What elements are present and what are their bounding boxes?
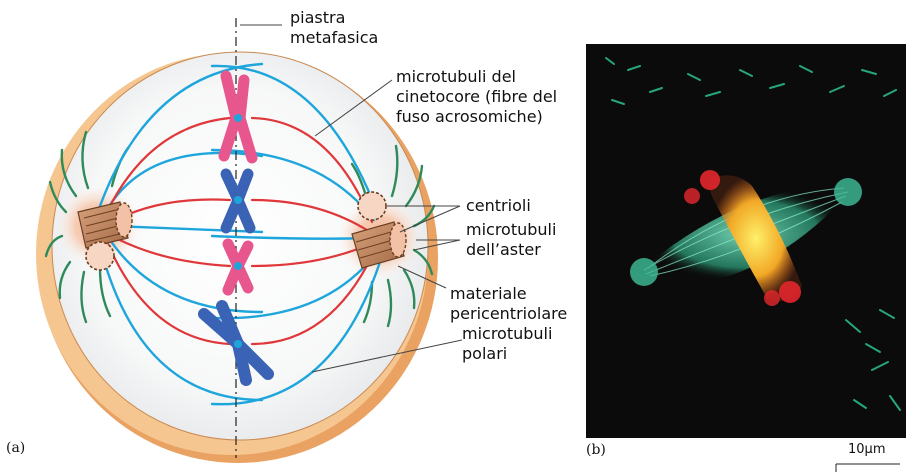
label-aster-line2: dell’aster xyxy=(466,240,541,260)
micrograph-aster-right xyxy=(834,178,862,206)
label-aster-line1: microtubuli xyxy=(466,220,556,240)
panel-label-b: (b) xyxy=(586,442,606,458)
label-piastra-line2: metafasica xyxy=(290,28,378,48)
label-polari-line2: polari xyxy=(462,344,507,364)
scale-bar-label: 10µm xyxy=(848,442,885,457)
label-piastra-line1: piastra xyxy=(290,8,345,28)
label-cinetocore-line3: fuso acrosomiche) xyxy=(396,107,543,127)
label-pericentriolare-line2: pericentriolare xyxy=(450,304,567,324)
label-cinetocore-line2: cinetocore (fibre del xyxy=(396,87,557,107)
micrograph-red-top xyxy=(700,170,720,190)
label-cinetocore-line1: microtubuli del xyxy=(396,67,516,87)
micrograph-red-left xyxy=(684,188,700,204)
label-pericentriolare-line1: materiale xyxy=(450,284,527,304)
micrograph-aster-left xyxy=(630,258,658,286)
label-centrioli: centrioli xyxy=(466,196,531,216)
panel-label-a: (a) xyxy=(6,440,25,456)
left-centriole-ring xyxy=(86,242,114,270)
micrograph xyxy=(586,44,906,472)
label-polari-line1: microtubuli xyxy=(462,324,552,344)
micrograph-red-bottom2 xyxy=(764,290,780,306)
right-centriole-ring xyxy=(358,192,386,220)
micrograph-red-bottom xyxy=(779,281,801,303)
